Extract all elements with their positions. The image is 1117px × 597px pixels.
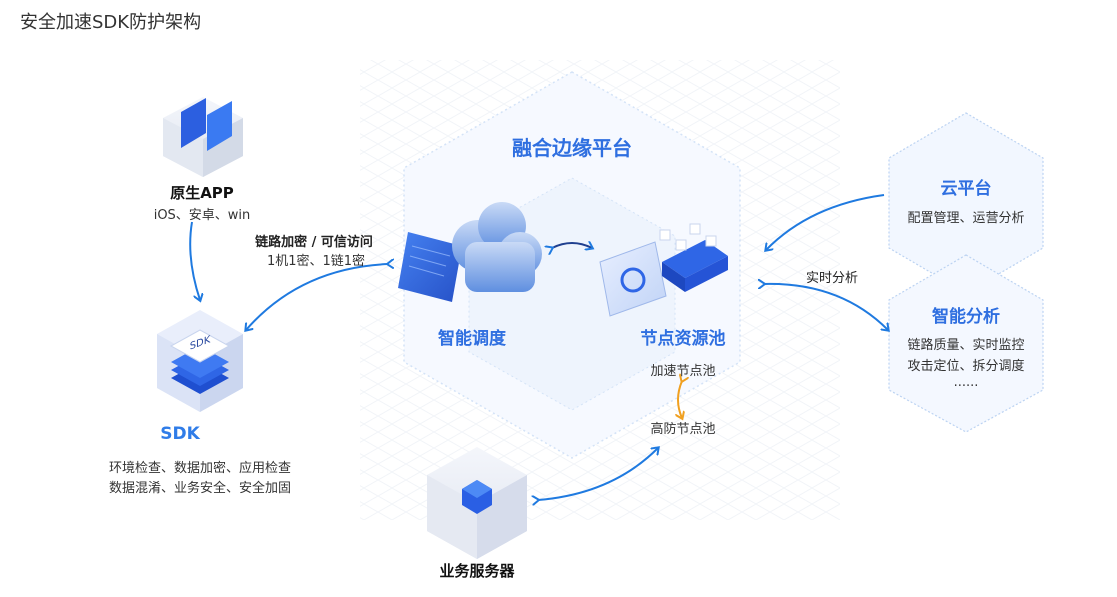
ddos-pool-label: 高防节点池 — [650, 422, 716, 437]
cloud-platform-subtitle: 配置管理、运营分析 — [907, 211, 1025, 226]
accel-pool-label: 加速节点池 — [650, 364, 716, 379]
scheduling-label: 智能调度 — [438, 329, 506, 349]
native-app-icon — [163, 97, 243, 177]
analysis-line1: 链路质量、实时监控 — [907, 338, 1025, 353]
sdk-features-line2: 数据混淆、业务安全、安全加固 — [108, 481, 291, 496]
native-app-subtitle: iOS、安卓、win — [153, 208, 251, 223]
platform-analysis-arrow — [764, 284, 888, 330]
server-title: 业务服务器 — [439, 562, 515, 580]
server-cube-icon — [427, 447, 527, 559]
sdk-title: SDK — [160, 424, 200, 444]
link-encryption-label: 链路加密 / 可信访问 — [255, 235, 373, 250]
sdk-features-line1: 环境检查、数据加密、应用检查 — [108, 461, 291, 476]
native-app-title: 原生APP — [170, 184, 234, 202]
sdk-stack-icon — [157, 310, 243, 412]
platform-title: 融合边缘平台 — [512, 136, 632, 160]
analysis-line3: ...... — [953, 375, 979, 390]
scheduling-node-arrow — [552, 243, 592, 248]
link-encryption-detail: 1机1密、1链1密 — [266, 254, 366, 269]
page-title: 安全加速SDK防护架构 — [20, 12, 202, 33]
cloud-platform-title: 云平台 — [940, 179, 992, 199]
realtime-analysis-label: 实时分析 — [805, 271, 858, 286]
sdk-platform-arrow — [246, 264, 388, 330]
node-pool-label: 节点资源池 — [640, 329, 726, 349]
server-pool-arrow — [538, 448, 658, 500]
analysis-line2: 攻击定位、拆分调度 — [907, 359, 1025, 374]
analysis-title: 智能分析 — [932, 307, 1000, 327]
cloud-to-platform-arrow — [766, 194, 885, 250]
scheduling-illustration — [398, 202, 542, 302]
app-to-sdk-arrow — [189, 221, 200, 300]
pool-orange-arrow — [678, 381, 682, 418]
node-pool-illustration — [599, 223, 728, 317]
